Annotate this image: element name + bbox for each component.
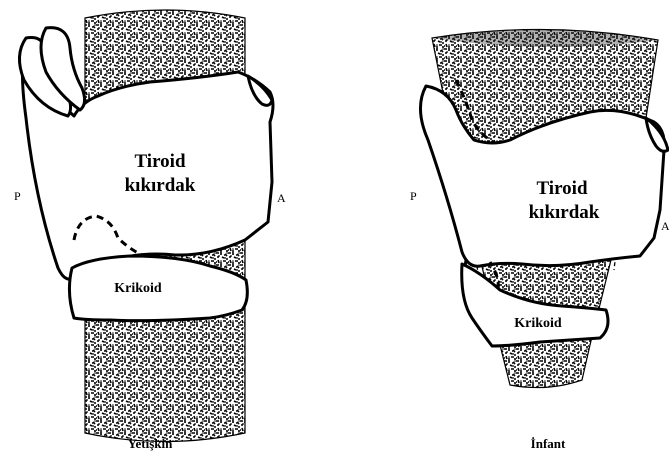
adult-anterior-label: A [277,191,286,205]
infant-caption: İnfant [531,436,566,451]
infant-posterior-label: P [410,189,417,203]
adult-thyroid-label-line1: Tiroid [134,151,185,172]
adult-thyroid-label-line2: kıkırdak [125,175,196,196]
infant-cricoid-label: Krikoid [514,316,562,331]
adult-caption: Yetişkin [128,436,174,451]
infant-anterior-label: A [661,219,669,233]
adult-larynx: Tiroid kıkırdak Krikoid P A Yetişkin [14,10,286,451]
adult-cricoid-label: Krikoid [114,281,162,296]
adult-posterior-label: P [14,189,21,203]
infant-larynx: Tiroid kıkırdak Krikoid P A İnfant [410,29,669,451]
infant-thyroid-label-line1: Tiroid [536,178,587,199]
infant-thyroid-label-line2: kıkırdak [529,202,600,223]
